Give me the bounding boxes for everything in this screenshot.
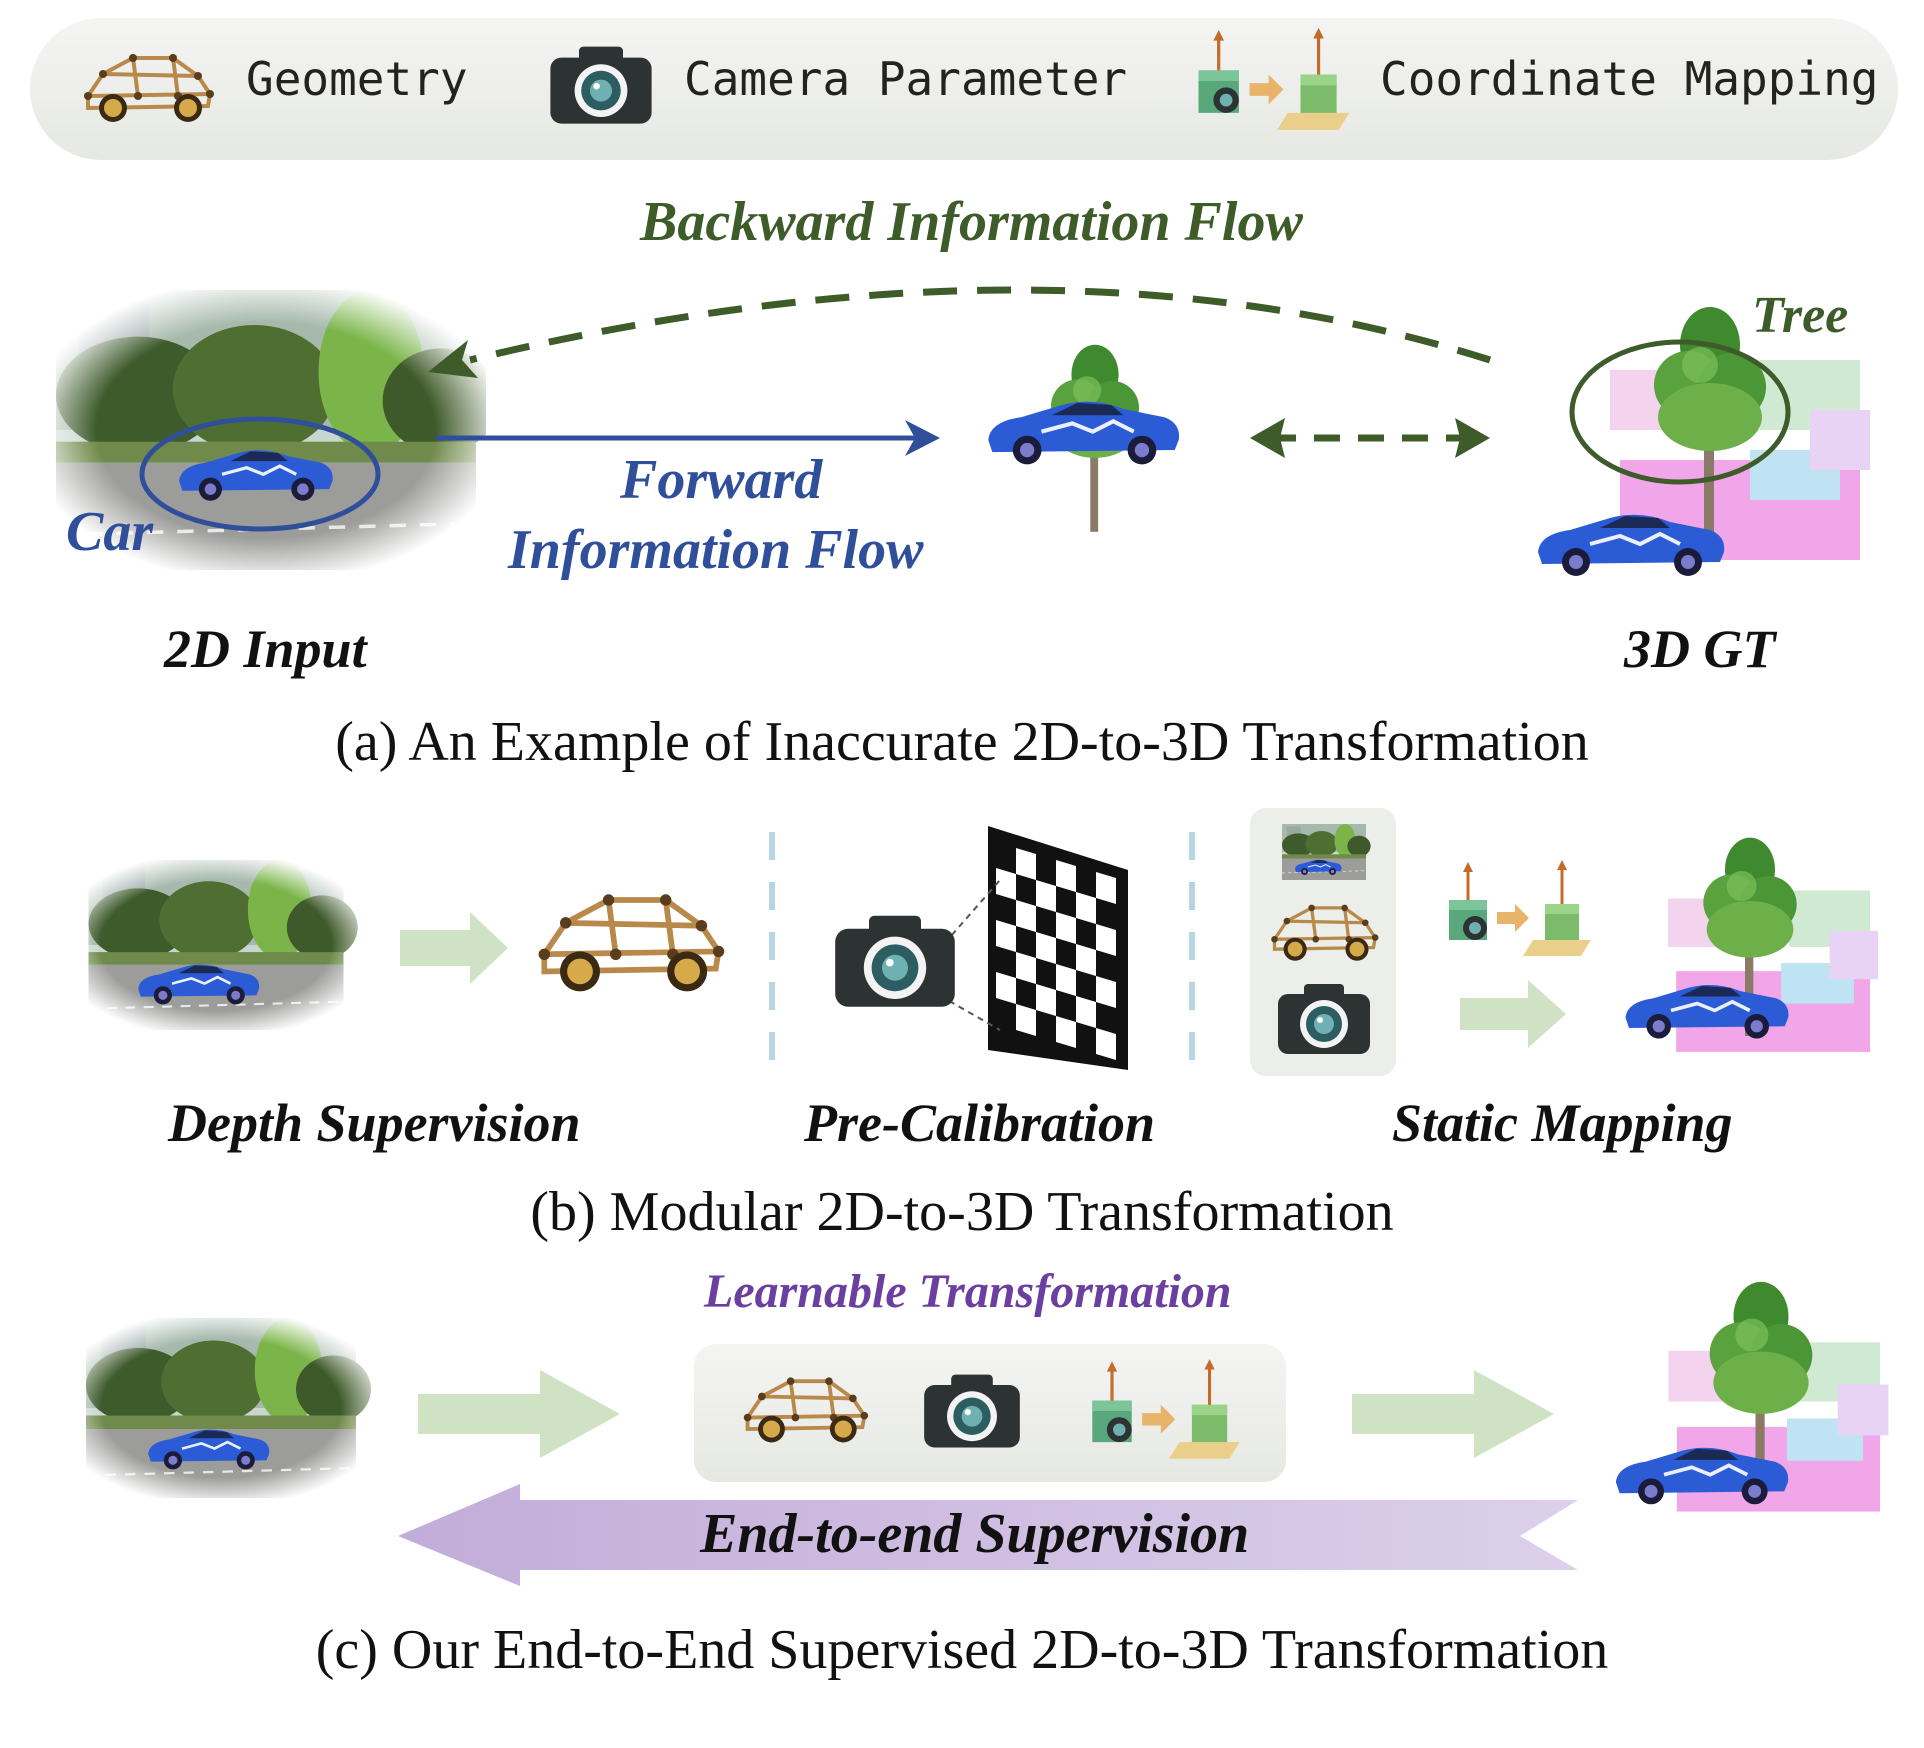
car-ellipse [139,416,381,532]
b-stack-image [1281,824,1372,880]
checker-square [1096,924,1116,956]
compare-arrowhead-right [1455,418,1490,458]
b-camera [835,915,955,1007]
gt-scene [1536,307,1870,578]
checker-square [1016,1004,1036,1036]
checker-square [1056,1016,1076,1048]
checker-square [1096,872,1116,904]
legend-label-geometry: Geometry [246,52,468,106]
supervision-arrow [398,1484,1578,1586]
backward-arrowhead [428,340,478,378]
gt-label: 3D GT [1624,619,1776,679]
b-arrow-1 [400,912,508,984]
calib-ray-1 [929,879,1001,961]
label-pre-calibration: Pre-Calibration [804,1093,1156,1153]
caption-c: (c) Our End-to-End Supervised 2D-to-3D T… [315,1619,1609,1681]
legend-bar [30,18,1898,160]
b-output-scene [1623,837,1879,1052]
checker-square [1036,880,1056,912]
c-arrow-1 [418,1370,620,1458]
c-camera [924,1374,1020,1448]
checker-square [1036,984,1056,1016]
checker-square [996,868,1016,900]
label-static-mapping: Static Mapping [1392,1093,1733,1153]
b-stack-camera [1278,984,1370,1054]
checker-square [1076,892,1096,924]
checker-square [1096,1028,1116,1060]
legend-label-coordinate-mapping: Coordinate Mapping [1380,52,1879,106]
learnable-transformation-label: Learnable Transformation [704,1265,1232,1318]
backward-flow-label: Backward Information Flow [640,191,1303,253]
label-depth-supervision: Depth Supervision [168,1093,581,1153]
checkerboard [988,826,1128,1070]
compare-arrowhead-left [1250,418,1285,458]
checker-square [1036,932,1056,964]
forward-arrowhead [905,420,940,456]
b-arrow-2 [1460,980,1566,1048]
checker-square [1076,996,1096,1028]
camera-icon [550,46,652,124]
b-input-image [66,860,366,1030]
legend-label-camera-parameter: Camera Parameter [684,52,1128,106]
caption-b: (b) Modular 2D-to-3D Transformation [530,1181,1394,1243]
car-label: Car [66,501,154,563]
forward-flow-label-line1: Forward [620,449,823,511]
b-coordinate-mapping [1447,860,1593,958]
input-label: 2D Input [164,619,367,679]
checker-square [1076,944,1096,976]
checker-square [1056,912,1076,944]
backward-arrow [469,286,1492,364]
checker-square [1056,964,1076,996]
checker-square [1016,900,1036,932]
b-wireframe-car [539,894,725,991]
forward-flow-label-line2: Information Flow [508,519,924,581]
c-input-image [66,1318,376,1498]
checker-square [1016,952,1036,984]
c-arrow-2 [1352,1370,1554,1458]
c-output-scene [1614,1281,1889,1512]
tree-ellipse [1569,339,1791,485]
checker-square [996,972,1016,1004]
input-image [46,290,486,570]
checker-square [1056,860,1076,892]
checker-square [1016,848,1036,880]
checker-square [1096,976,1116,1008]
checker-square [996,920,1016,952]
caption-a: (a) An Example of Inaccurate 2D-to-3D Tr… [335,711,1589,773]
tree-label: Tree [1752,287,1849,344]
end-to-end-supervision-label: End-to-end Supervision [700,1503,1250,1565]
